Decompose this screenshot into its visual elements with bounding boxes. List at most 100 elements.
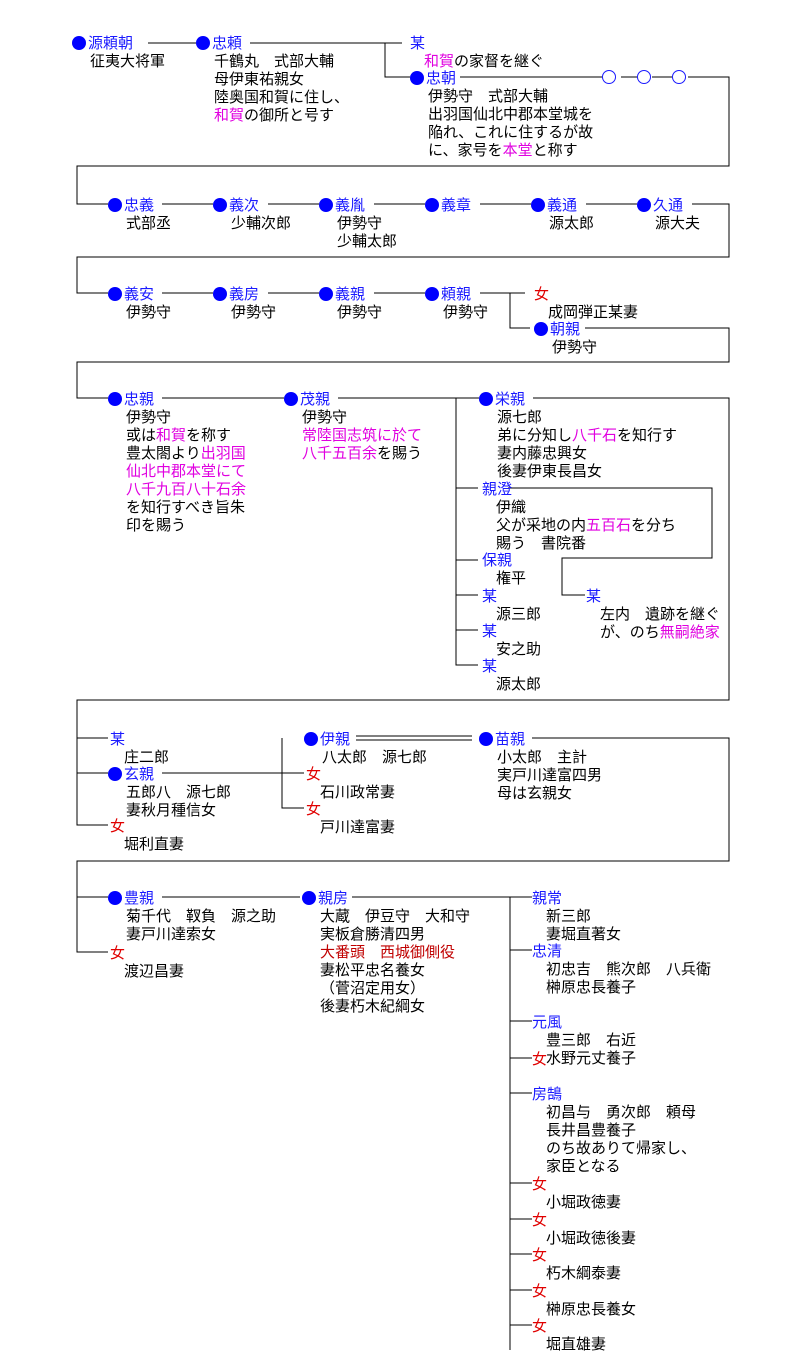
person-name: 義安 [124,285,155,303]
detail-line: 権平 [496,569,526,587]
detail-text: （菅沼定用女） [320,979,426,997]
person-name: 栄親 [495,390,526,408]
lineage-dot-icon [425,287,439,301]
detail-line: 八太郎 源七郎 [322,748,427,766]
detail-text: 権平 [496,569,527,587]
lineage-dot-icon [72,36,86,50]
detail-text: を分ち [631,516,677,534]
person-name: 義胤 [335,196,366,214]
lineage-dot-icon [302,891,316,905]
detail-text: 妻秋月種信女 [126,801,217,819]
detail-line: 菊千代 靫負 源之助 [126,907,276,925]
detail-text: 小堀政徳後妻 [546,1229,637,1247]
detail-text: 水野元丈養子 [546,1049,637,1067]
omitted-generation-icon [602,70,616,84]
detail-text: 後妻朽木紀綱女 [320,997,426,1015]
detail-text: 豊三郎 右近 [546,1031,637,1049]
lineage-dot-icon [319,287,333,301]
omitted-generation-icon [672,70,686,84]
detail-text: 小太郎 主計 [497,748,588,766]
person-naechika: 苗親 小太郎 主計実戸川達富四男母は玄親女 [479,730,602,802]
person-details: 源大夫 [637,214,700,232]
detail-line: 妻松平忠名養女 [320,961,470,979]
detail-text: の御所と号す [244,106,335,124]
detail-line: 妻戸川達索女 [126,925,276,943]
detail-text: 源七郎 [497,408,543,426]
person-details: 伊勢守常陸国志筑に於て八千五百余を賜う [284,408,422,462]
detail-line: のち故ありて帰家し、 [546,1139,696,1157]
detail-line: 父が采地の内五百石を分ち [496,516,676,534]
person-korechika: 伊親 八太郎 源七郎 [304,730,427,766]
person: 義章 [425,196,471,214]
detail-text: 家臣となる [546,1157,621,1175]
person-details: 左内 遺跡を継ぐが、のち無嗣絶家 [586,605,720,641]
person: 義安伊勢守 [108,285,171,321]
lineage-dot-icon [479,732,493,746]
person-details: 伊勢守 [213,303,276,321]
detail-line: 五郎八 源七郎 [126,783,231,801]
detail-line: 初昌与 勇次郎 頼母 [546,1103,696,1121]
detail-line: 戸川達富妻 [320,818,395,836]
detail-line: 石川政常妻 [320,783,395,801]
lineage-dot-icon [284,392,298,406]
detail-line: 賜う 書院番 [496,534,676,552]
person-details: 権平 [482,569,526,587]
person-name: 某 [482,587,498,605]
detail-text: 八千石 [572,426,618,444]
person-genchika: 玄親 五郎八 源七郎妻秋月種信女 [108,765,231,819]
person-details: 源三郎 [482,605,541,623]
person-details: 戸川達富妻 [306,818,395,836]
person: 女堀直雄妻 [532,1317,606,1353]
person-details: 渡辺昌妻 [110,962,184,980]
person-name: 玄親 [124,765,155,783]
detail-text: 或は [126,426,157,444]
detail-text: 伊勢守 [126,408,172,426]
person-tadachika: 忠親 伊勢守或は和賀を称す豊太閤より出羽国仙北中郡本堂にて八千九百八十石余を知行… [108,390,246,534]
person-name: 女 [532,1282,548,1300]
person: 頼親伊勢守 [425,285,488,321]
detail-text: 妻戸川達索女 [126,925,217,943]
person-details: 征夷大将軍 [72,52,165,70]
person-name: 某 [482,622,498,640]
detail-text: 無嗣絶家 [659,623,720,641]
person-details: 豊三郎 右近水野元丈養子 [532,1031,636,1067]
detail-line: 妻堀直著女 [546,925,621,943]
person-name: 豊親 [124,889,155,907]
person-details: 石川政常妻 [306,783,395,801]
detail-text: 出羽国仙北中郡本堂城を [428,105,594,123]
detail-text: 和賀 [156,426,187,444]
detail-line: 伊勢守 [302,408,422,426]
detail-text: 初忠吉 熊次郎 八兵衛 [546,960,712,978]
person-name: 忠親 [124,390,155,408]
person-details: 小堀政徳妻 [532,1193,621,1211]
person-details: 小太郎 主計実戸川達富四男母は玄親女 [479,748,602,802]
detail-line: 或は和賀を称す [126,426,246,444]
detail-text: を知行すべき旨朱 [126,498,245,516]
detail-text: 八千五百余 [302,444,378,462]
person-details: 伊勢守 [534,338,597,356]
person-tadatomo: 忠朝 伊勢守 式部大輔出羽国仙北中郡本堂城を陥れ、これに住するが故に、家号を本堂… [410,69,593,159]
detail-text: 征夷大将軍 [90,52,166,70]
person-name: 女 [532,1050,548,1068]
person-name: 茂親 [300,390,331,408]
detail-text: 少輔次郎 [231,214,292,232]
detail-line: に、家号を本堂と称す [428,141,593,159]
person-name: 女 [532,1317,548,1335]
person: 義親伊勢守 [319,285,382,321]
person-bou-gentaro: 某 源太郎 [482,657,541,693]
detail-line: 後妻伊東長昌女 [497,462,677,480]
detail-text: 和賀 [424,52,455,70]
detail-text: 伊勢守 [552,338,598,356]
person-name: 房鵠 [532,1085,563,1103]
person-name: 某 [482,657,498,675]
detail-line: が、のち無嗣絶家 [600,623,720,641]
person: 女小堀政徳後妻 [532,1211,636,1247]
detail-line: 伊勢守 [231,303,276,321]
detail-text: 伊勢守 [302,408,348,426]
detail-line: 後妻朽木紀綱女 [320,997,470,1015]
detail-text: 庄二郎 [124,748,170,766]
detail-text: 榊原忠長養女 [546,1300,637,1318]
person-details: 榊原忠長養女 [532,1300,636,1318]
person: 義胤伊勢守少輔太郎 [319,196,397,250]
person: 親常新三郎妻堀直著女 [532,889,621,943]
